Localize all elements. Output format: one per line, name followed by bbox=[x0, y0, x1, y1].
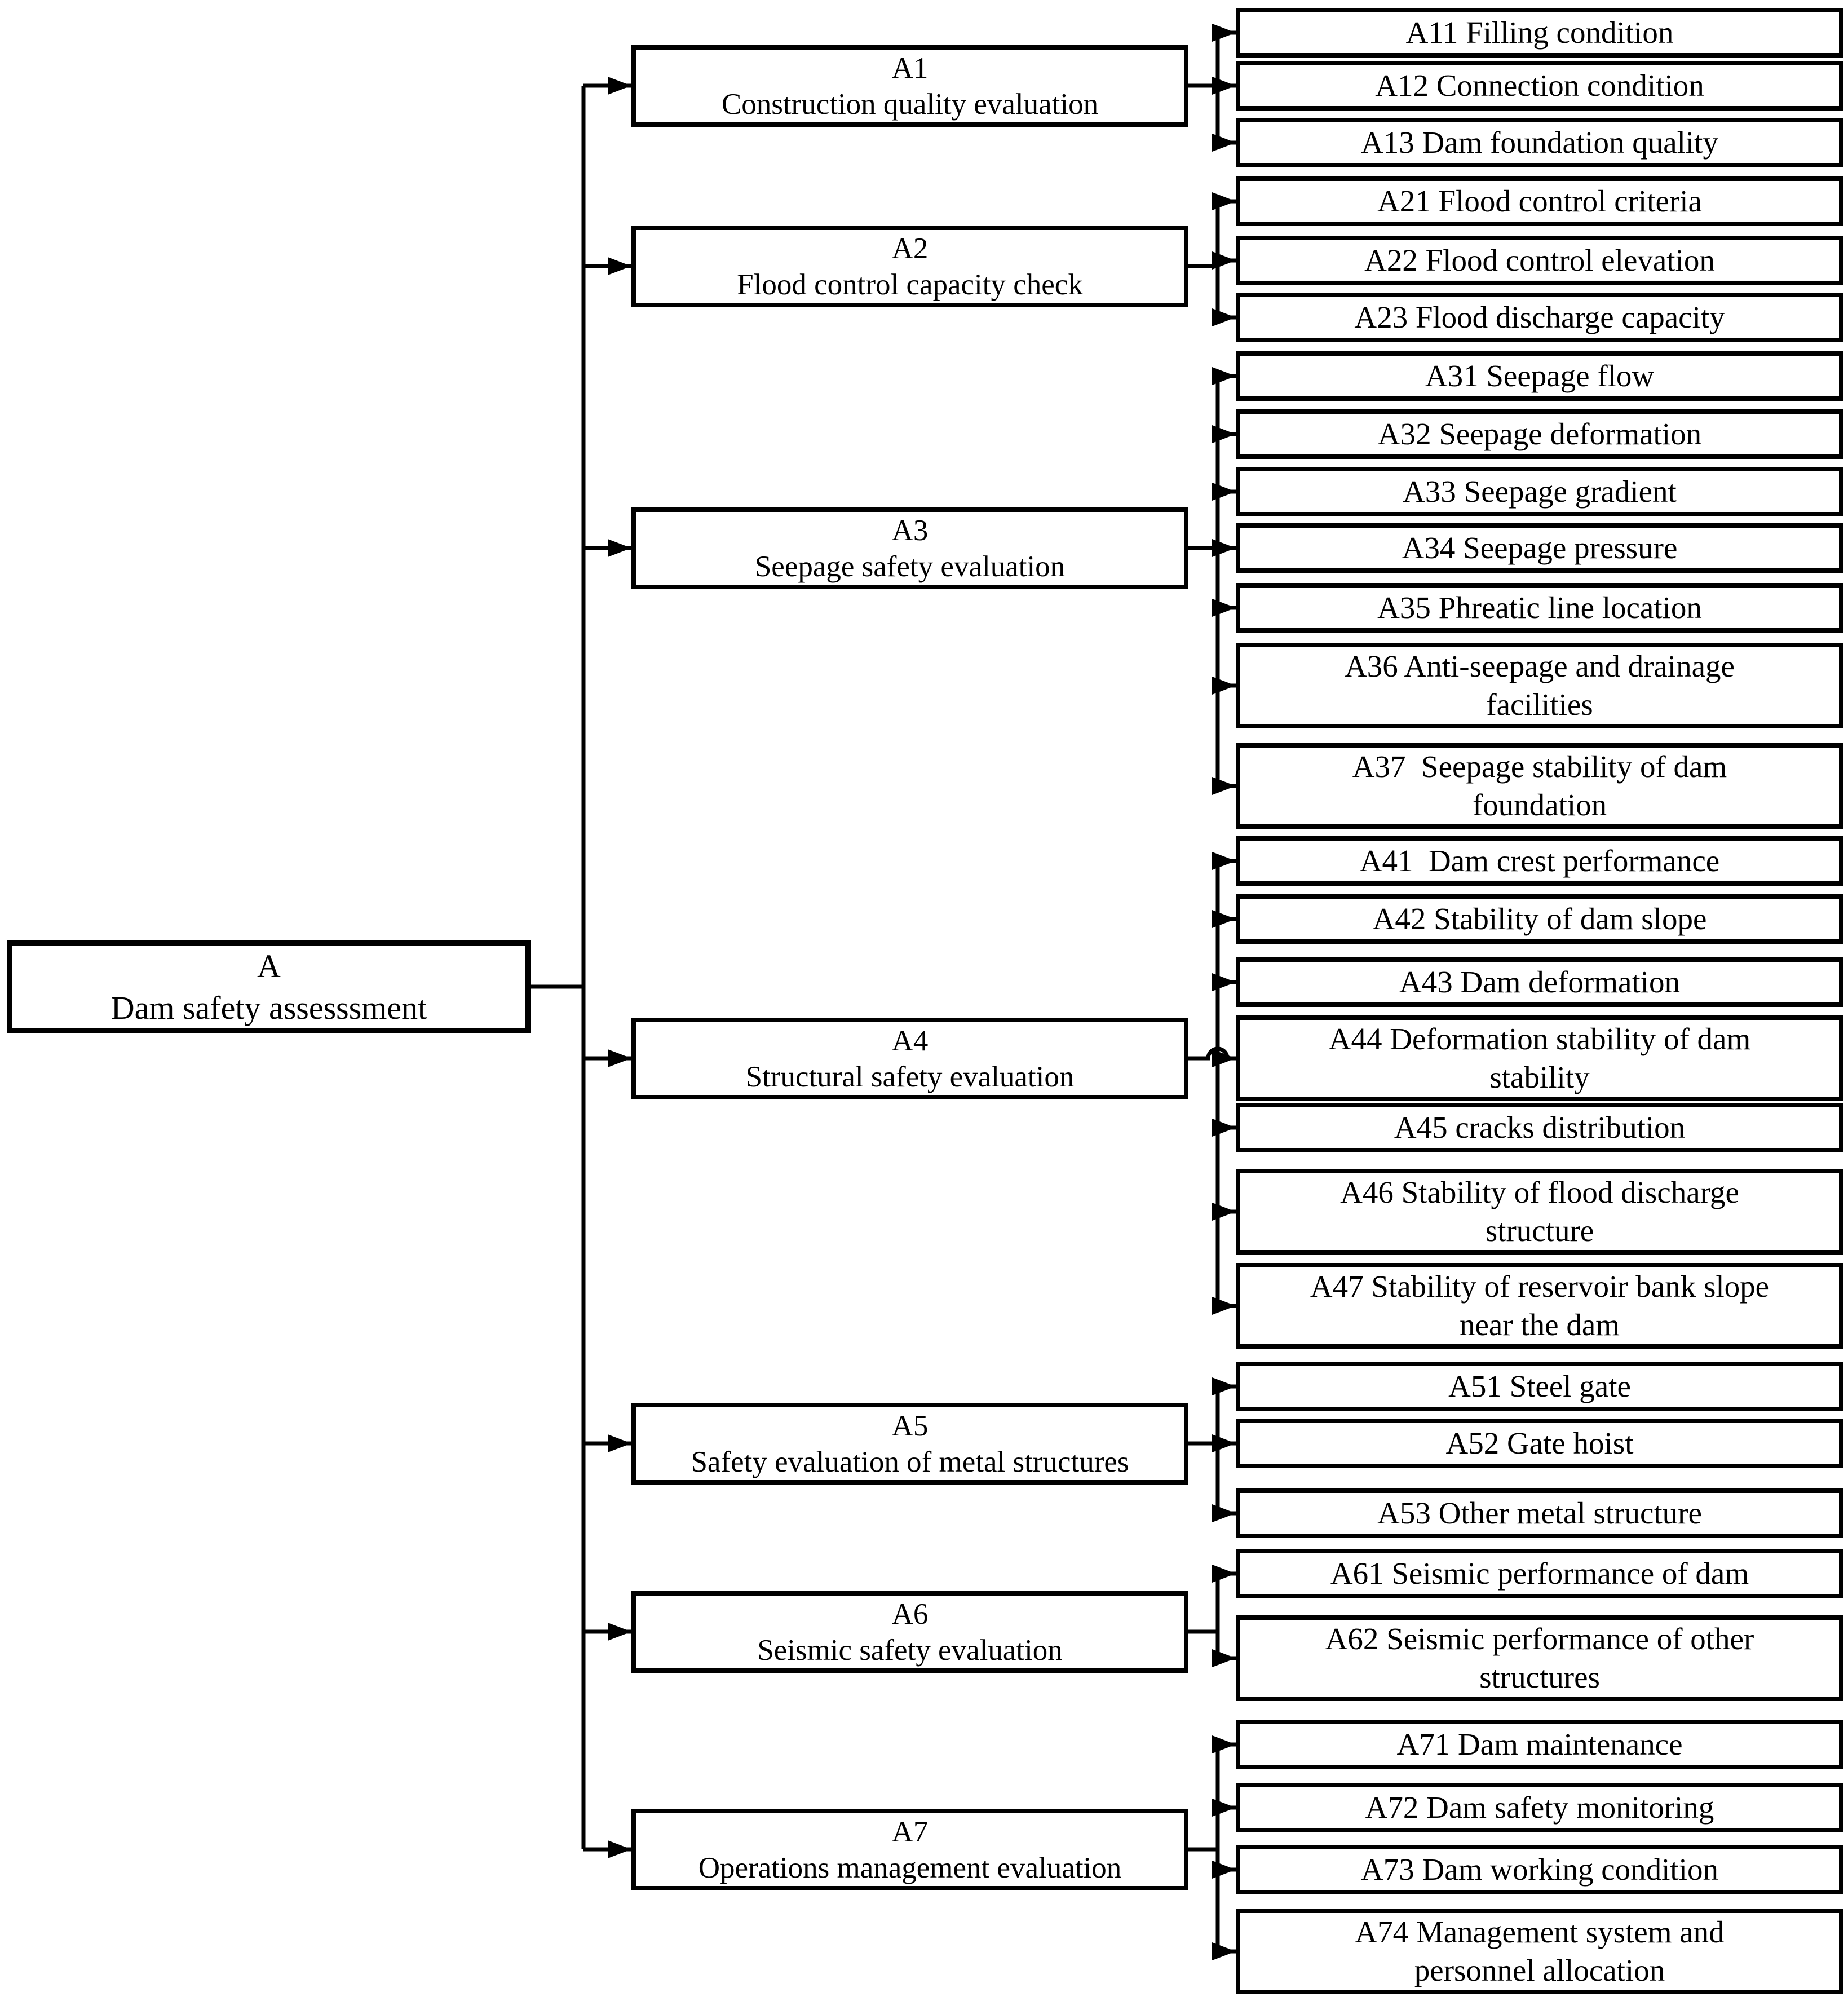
node-a34: A34 Seepage pressure bbox=[1236, 523, 1843, 573]
node-a1-label: Construction quality evaluation bbox=[721, 87, 1099, 121]
node-a42: A42 Stability of dam slope bbox=[1236, 894, 1843, 944]
node-a36: A36 Anti-seepage and drainage facilities bbox=[1236, 643, 1843, 728]
node-a5-label: Safety evaluation of metal structures bbox=[691, 1445, 1129, 1478]
node-a35: A35 Phreatic line location bbox=[1236, 583, 1843, 633]
node-a3-label: Seepage safety evaluation bbox=[754, 550, 1066, 583]
node-a3-code: A3 bbox=[891, 514, 929, 547]
node-a12: A12 Connection condition bbox=[1236, 61, 1843, 111]
node-a61: A61 Seismic performance of dam bbox=[1236, 1549, 1843, 1598]
node-a6-code: A6 bbox=[891, 1597, 929, 1631]
node-a21: A21 Flood control criteria bbox=[1236, 176, 1843, 226]
node-a71: A71 Dam maintenance bbox=[1236, 1720, 1843, 1769]
node-a41: A41 Dam crest performance bbox=[1236, 836, 1843, 886]
node-a43: A43 Dam deformation bbox=[1236, 957, 1843, 1007]
a3-connectors bbox=[1188, 367, 1236, 795]
node-a33: A33 Seepage gradient bbox=[1236, 467, 1843, 516]
node-a51: A51 Steel gate bbox=[1236, 1362, 1843, 1411]
node-a53: A53 Other metal structure bbox=[1236, 1488, 1843, 1538]
node-a52: A52 Gate hoist bbox=[1236, 1419, 1843, 1468]
node-a45: A45 cracks distribution bbox=[1236, 1103, 1843, 1152]
a5-connectors bbox=[1188, 1377, 1236, 1522]
node-a4: A4 Structural safety evaluation bbox=[631, 1018, 1188, 1099]
node-a-root-label: Dam safety assesssment bbox=[110, 989, 427, 1026]
node-a7: A7 Operations management evaluation bbox=[631, 1809, 1188, 1890]
node-a7-label: Operations management evaluation bbox=[698, 1851, 1122, 1884]
node-a2: A2 Flood control capacity check bbox=[631, 226, 1188, 307]
node-a32: A32 Seepage deformation bbox=[1236, 409, 1843, 459]
node-a62: A62 Seismic performance of other structu… bbox=[1236, 1615, 1843, 1701]
node-a22: A22 Flood control elevation bbox=[1236, 236, 1843, 285]
node-a13: A13 Dam foundation quality bbox=[1236, 118, 1843, 167]
node-a4-label: Structural safety evaluation bbox=[745, 1060, 1075, 1093]
node-a23: A23 Flood discharge capacity bbox=[1236, 293, 1843, 342]
node-a-root: A Dam safety assesssment bbox=[7, 940, 531, 1033]
node-a31: A31 Seepage flow bbox=[1236, 351, 1843, 401]
node-a7-code: A7 bbox=[891, 1815, 929, 1848]
node-a37: A37 Seepage stability of dam foundation bbox=[1236, 743, 1843, 829]
node-a73: A73 Dam working condition bbox=[1236, 1845, 1843, 1894]
node-a5-code: A5 bbox=[891, 1409, 929, 1442]
node-a2-code: A2 bbox=[891, 232, 929, 265]
node-a47: A47 Stability of reservoir bank slope ne… bbox=[1236, 1263, 1843, 1349]
a7-connectors bbox=[1188, 1735, 1236, 1960]
node-a5: A5 Safety evaluation of metal structures bbox=[631, 1403, 1188, 1485]
node-a6-label: Seismic safety evaluation bbox=[757, 1633, 1063, 1667]
node-a4-code: A4 bbox=[891, 1024, 929, 1057]
a1-connectors bbox=[1188, 24, 1236, 152]
a4-connectors bbox=[1188, 852, 1236, 1315]
node-a2-label: Flood control capacity check bbox=[737, 268, 1083, 301]
node-a6: A6 Seismic safety evaluation bbox=[631, 1591, 1188, 1673]
node-a3: A3 Seepage safety evaluation bbox=[631, 507, 1188, 589]
a6-connectors bbox=[1188, 1565, 1236, 1667]
node-a1-code: A1 bbox=[891, 51, 929, 85]
node-a74: A74 Management system and personnel allo… bbox=[1236, 1909, 1843, 1994]
node-a46: A46 Stability of flood discharge structu… bbox=[1236, 1169, 1843, 1255]
node-a1: A1 Construction quality evaluation bbox=[631, 45, 1188, 127]
a4-feed-hop-arrow-to-a44 bbox=[1188, 1046, 1236, 1067]
a2-connectors bbox=[1188, 192, 1236, 326]
node-a-root-code: A bbox=[257, 947, 281, 984]
node-a44: A44 Deformation stability of dam stabili… bbox=[1236, 1015, 1843, 1101]
branch-arrows bbox=[583, 77, 631, 1858]
node-a72: A72 Dam safety monitoring bbox=[1236, 1783, 1843, 1832]
node-a11: A11 Filling condition bbox=[1236, 8, 1843, 58]
